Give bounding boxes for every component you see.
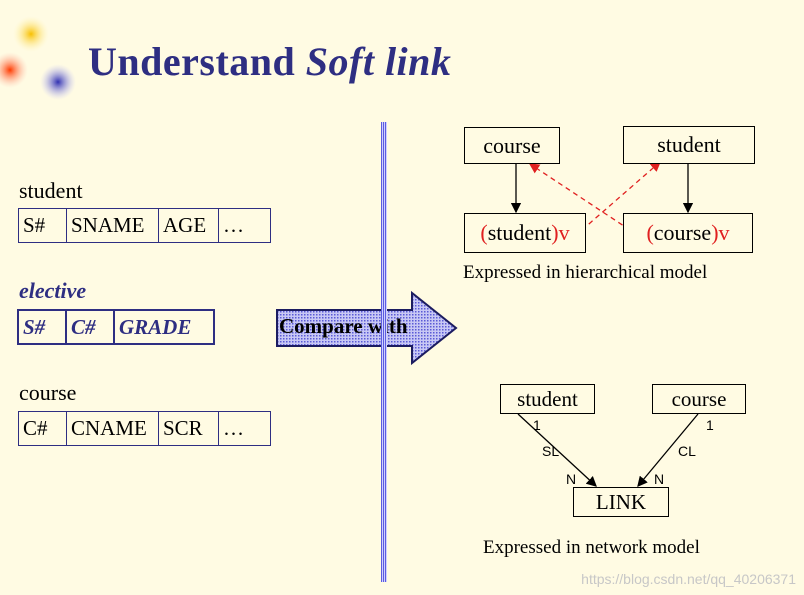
compare-arrow — [276, 290, 458, 366]
student-relation-label: student — [19, 178, 83, 203]
student-field: S# — [18, 208, 67, 243]
cl-n-label: N — [654, 471, 665, 487]
elective-field: GRADE — [113, 309, 215, 345]
course-field: C# — [18, 411, 67, 446]
elective-field: C# — [65, 309, 115, 345]
soft-link-arrow-to-course — [528, 163, 631, 231]
cl-one-label: 1 — [706, 417, 714, 433]
student-field: AGE — [158, 208, 219, 243]
sl-label: SL — [542, 443, 560, 459]
network-caption: Expressed in network model — [483, 537, 700, 558]
hierarchical-caption: Expressed in hierarchical model — [463, 262, 708, 283]
logo-red-square — [0, 52, 28, 88]
network-arrow-sl — [517, 413, 597, 487]
net-link-box: LINK — [573, 487, 669, 517]
network-arrow-cl — [637, 413, 699, 487]
elective-relation-label: elective — [19, 278, 87, 303]
course-field: … — [218, 411, 271, 446]
student-relation-table: S# SNAME AGE … — [18, 208, 271, 243]
net-course-box: course — [652, 384, 746, 414]
page-title: Understand Soft link — [88, 39, 452, 84]
vertical-divider — [381, 122, 387, 582]
net-student-box: student — [500, 384, 595, 414]
hier-course-box: course — [464, 127, 560, 164]
hier-student-virtual-box: (student)v — [464, 213, 586, 253]
course-relation-table: C# CNAME SCR … — [18, 411, 271, 446]
course-relation-label: course — [19, 380, 77, 405]
cl-label: CL — [678, 443, 696, 459]
logo-decoration — [0, 16, 76, 100]
hier-course-virtual-box: (course)v — [623, 213, 753, 253]
elective-field: S# — [17, 309, 67, 345]
student-field: … — [218, 208, 271, 243]
elective-relation-table: S# C# GRADE — [17, 309, 215, 345]
logo-yellow-square — [13, 16, 49, 52]
hier-student-box: student — [623, 126, 755, 164]
sl-n-label: N — [566, 471, 577, 487]
course-field: CNAME — [66, 411, 159, 446]
logo-blue-square — [40, 64, 76, 100]
course-field: SCR — [158, 411, 219, 446]
watermark: https://blog.csdn.net/qq_40206371 — [581, 571, 796, 587]
sl-one-label: 1 — [533, 417, 541, 433]
